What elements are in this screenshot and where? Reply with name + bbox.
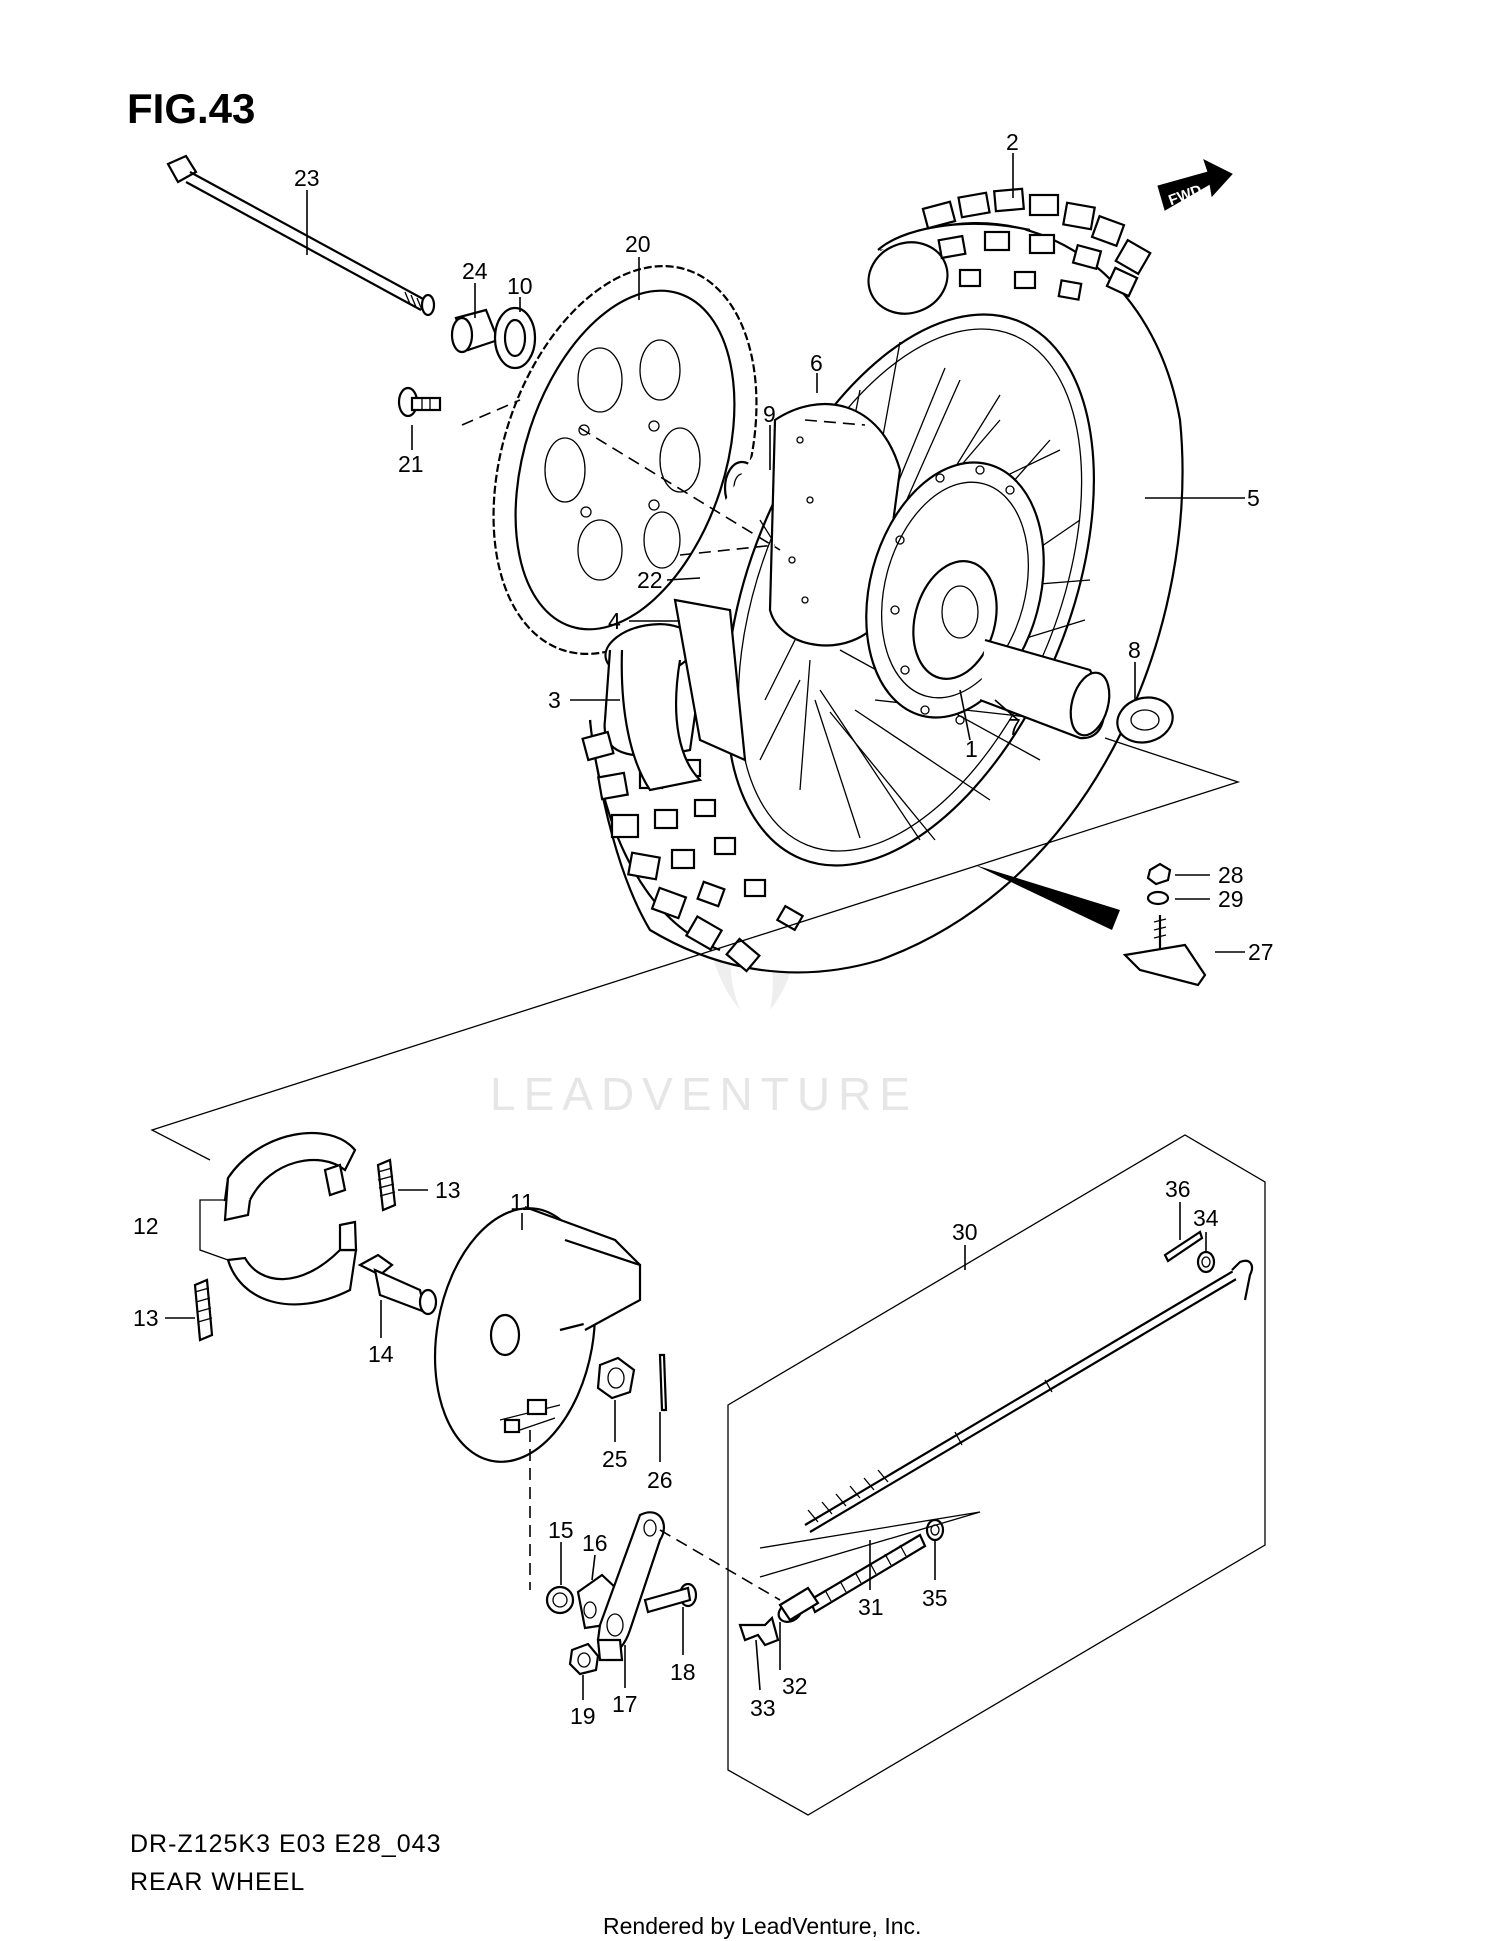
spoke-direction-arrow-icon — [975, 865, 1120, 930]
callout-9: 9 — [763, 401, 776, 427]
callout-10: 10 — [507, 273, 533, 299]
callout-8: 8 — [1128, 637, 1141, 663]
callout-3: 3 — [548, 687, 561, 713]
figure-title: FIG.43 — [127, 85, 255, 132]
rim-lock — [1122, 862, 1207, 987]
brake-shoes — [223, 1131, 358, 1306]
callout-20: 20 — [625, 231, 651, 257]
callout-23: 23 — [294, 165, 320, 191]
callout-17: 17 — [612, 1691, 638, 1717]
callout-34: 34 — [1193, 1205, 1219, 1231]
callout-13b: 13 — [133, 1305, 159, 1331]
callout-6: 6 — [810, 350, 823, 376]
sprocket-bolt — [397, 386, 442, 418]
brake-cam — [357, 1253, 438, 1316]
section-name: REAR WHEEL — [130, 1868, 305, 1896]
callout-22: 22 — [637, 567, 663, 593]
callout-2: 2 — [1006, 129, 1019, 155]
inner-tube — [620, 649, 703, 792]
callout-labels: 1 2 3 4 5 6 7 8 9 10 11 12 13 13 14 15 1… — [133, 129, 1274, 1729]
callout-4: 4 — [608, 608, 621, 634]
lower-assembly-guides — [529, 1430, 781, 1601]
callout-15: 15 — [548, 1517, 574, 1543]
brake-spring-upper — [376, 1158, 397, 1212]
callout-29: 29 — [1218, 886, 1244, 912]
callout-16: 16 — [582, 1530, 608, 1556]
brake-panel — [433, 1205, 642, 1463]
bearing-right — [1116, 696, 1174, 744]
brake-cam-lever — [596, 1511, 666, 1662]
callout-11: 11 — [510, 1189, 534, 1215]
render-credit: Rendered by LeadVenture, Inc. — [603, 1913, 921, 1939]
oil-seal — [493, 306, 537, 370]
callout-30: 30 — [952, 1219, 978, 1245]
callout-21: 21 — [398, 451, 424, 477]
wheel-hub — [768, 402, 1111, 740]
callout-35: 35 — [922, 1585, 948, 1611]
callout-28: 28 — [1218, 862, 1244, 888]
spacer — [450, 308, 500, 354]
watermark-text: LEADVENTURE — [490, 1068, 918, 1120]
brake-spring-lower — [193, 1278, 214, 1342]
callout-19: 19 — [570, 1703, 596, 1729]
brake-assembly — [193, 1131, 1266, 1816]
callout-33: 33 — [750, 1695, 776, 1721]
panel-seal — [596, 1356, 636, 1400]
lever-nut — [568, 1642, 600, 1676]
callout-12: 12 — [133, 1213, 159, 1239]
callout-14: 14 — [368, 1341, 394, 1367]
callout-7: 7 — [1008, 714, 1021, 740]
callout-32: 32 — [782, 1673, 808, 1699]
lever-bolt — [643, 1582, 698, 1614]
callout-26: 26 — [647, 1467, 673, 1493]
model-code: DR-Z125K3 E03 E28_043 — [130, 1830, 441, 1858]
callout-leaders — [165, 153, 1245, 1700]
callout-24: 24 — [462, 258, 488, 284]
callout-36: 36 — [1165, 1176, 1191, 1202]
callout-5: 5 — [1247, 485, 1260, 511]
callout-18: 18 — [670, 1659, 696, 1685]
o-ring — [545, 1585, 575, 1615]
upper-assembly-guides — [150, 399, 1241, 1161]
cotter-pin — [658, 1353, 668, 1412]
callout-27: 27 — [1248, 939, 1274, 965]
callout-31: 31 — [858, 1594, 884, 1620]
callout-25: 25 — [602, 1446, 628, 1472]
brake-rod-kit — [727, 1134, 1266, 1816]
callout-1: 1 — [965, 736, 978, 762]
callout-13a: 13 — [435, 1177, 461, 1203]
rim-band — [673, 598, 747, 762]
fwd-arrow-icon: FWD — [1157, 159, 1233, 211]
rear-wheel-assembly — [150, 154, 1241, 1161]
